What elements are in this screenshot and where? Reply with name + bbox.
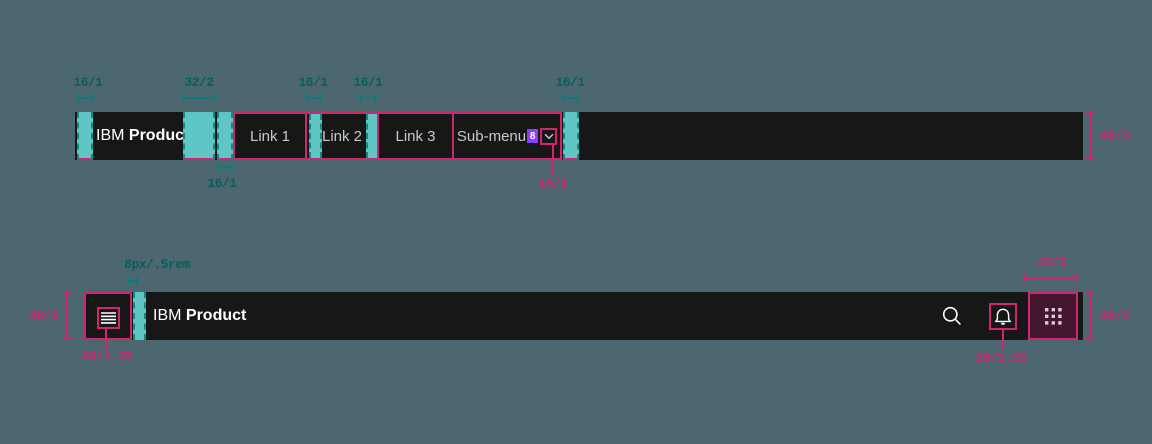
bracket-bar1-height xyxy=(1086,112,1094,160)
annotation-link2-right-16: 16/1 xyxy=(353,75,383,90)
chevron-down-icon xyxy=(544,133,554,139)
bracket-brand-gap xyxy=(183,94,215,102)
notification-bell-icon xyxy=(994,308,1012,325)
nav-link-1[interactable]: Link 1 xyxy=(233,112,307,160)
spacing-strip-8-after-menu-button xyxy=(133,292,146,340)
search-button[interactable] xyxy=(940,304,964,328)
bracket-left-edge xyxy=(77,94,93,102)
bracket-bar2-height-right xyxy=(1086,292,1094,340)
hamburger-menu-icon xyxy=(101,312,116,324)
chevron-down-box[interactable] xyxy=(540,127,558,145)
spacing-strip-16-after-menu xyxy=(563,112,579,160)
annotation-menu-icon-size: 20/1.25 xyxy=(81,349,133,364)
annotation-left-edge-16: 16/1 xyxy=(73,75,103,90)
brand2-prefix: IBM xyxy=(153,307,186,324)
menu-icon-bounds xyxy=(97,307,120,329)
nav-link-1-label: Link 1 xyxy=(249,127,291,145)
nav-submenu[interactable]: Sub-menu 8 xyxy=(452,112,562,160)
nav-submenu-label: Sub-menu xyxy=(456,127,527,145)
leader-line-menu-icon xyxy=(105,327,107,349)
spacing-strip-16-before-menu xyxy=(217,112,233,160)
bracket-link1-left-padding xyxy=(217,163,233,171)
header-bar-top: IBM Product Link 1 Link 2 Link 3 Sub-men… xyxy=(75,112,1083,160)
notification-button[interactable] xyxy=(989,303,1017,330)
search-icon xyxy=(942,306,961,325)
nav-link-2[interactable]: Link 2 xyxy=(305,112,379,160)
nav-link-3[interactable]: Link 3 xyxy=(377,112,454,160)
annotation-bell-icon-size: 20/1.25 xyxy=(975,350,1027,365)
bracket-bar2-height-left xyxy=(63,292,71,340)
brand-title: IBM Product xyxy=(96,112,189,160)
brand-product-name: Product xyxy=(128,127,190,144)
header-bar-bottom: IBM Product xyxy=(84,292,1083,340)
brand-prefix: IBM xyxy=(96,127,129,144)
annotation-menu-end-16: 16/1 xyxy=(555,75,585,90)
bracket-menu-end xyxy=(562,94,579,102)
annotation-chevron-16: 16/1 xyxy=(538,176,568,191)
app-switcher-grid-icon xyxy=(1044,307,1062,325)
bracket-link2-left xyxy=(306,94,321,102)
annotation-brand-gap-32: 32/2 xyxy=(184,75,214,90)
menu-button[interactable] xyxy=(84,292,132,340)
nav-link-3-label: Link 3 xyxy=(395,127,436,145)
nav-link-2-label: Link 2 xyxy=(321,127,363,145)
annotation-bar1-height: 48/3 xyxy=(1100,128,1130,143)
bracket-menu-button-gap xyxy=(127,277,138,285)
leader-line-chevron xyxy=(552,143,554,176)
spacing-strip-left-edge xyxy=(77,112,93,160)
brand-title-2: IBM Product xyxy=(153,292,246,340)
spacing-strip-link2-left-padding xyxy=(309,114,322,158)
leader-line-bell-icon xyxy=(1002,330,1004,350)
bracket-switcher-width xyxy=(1023,274,1077,282)
annotation-menu-button-gap: 8px/.5rem xyxy=(124,257,190,272)
brand2-product-name: Product xyxy=(185,307,247,324)
bracket-link2-right xyxy=(360,94,376,102)
annotation-bar2-height-left: 48/3 xyxy=(28,308,59,323)
app-switcher-button[interactable] xyxy=(1028,292,1078,340)
spacing-badge-8: 8 xyxy=(527,129,539,143)
annotation-bar2-height-right: 48/3 xyxy=(1100,308,1130,323)
annotation-link2-left-16: 16/1 xyxy=(298,75,328,90)
spacing-strip-32 xyxy=(183,112,215,160)
annotation-link1-left-padding: 16/1 xyxy=(207,176,237,191)
annotation-switcher-width: 48/3 xyxy=(1036,255,1066,270)
